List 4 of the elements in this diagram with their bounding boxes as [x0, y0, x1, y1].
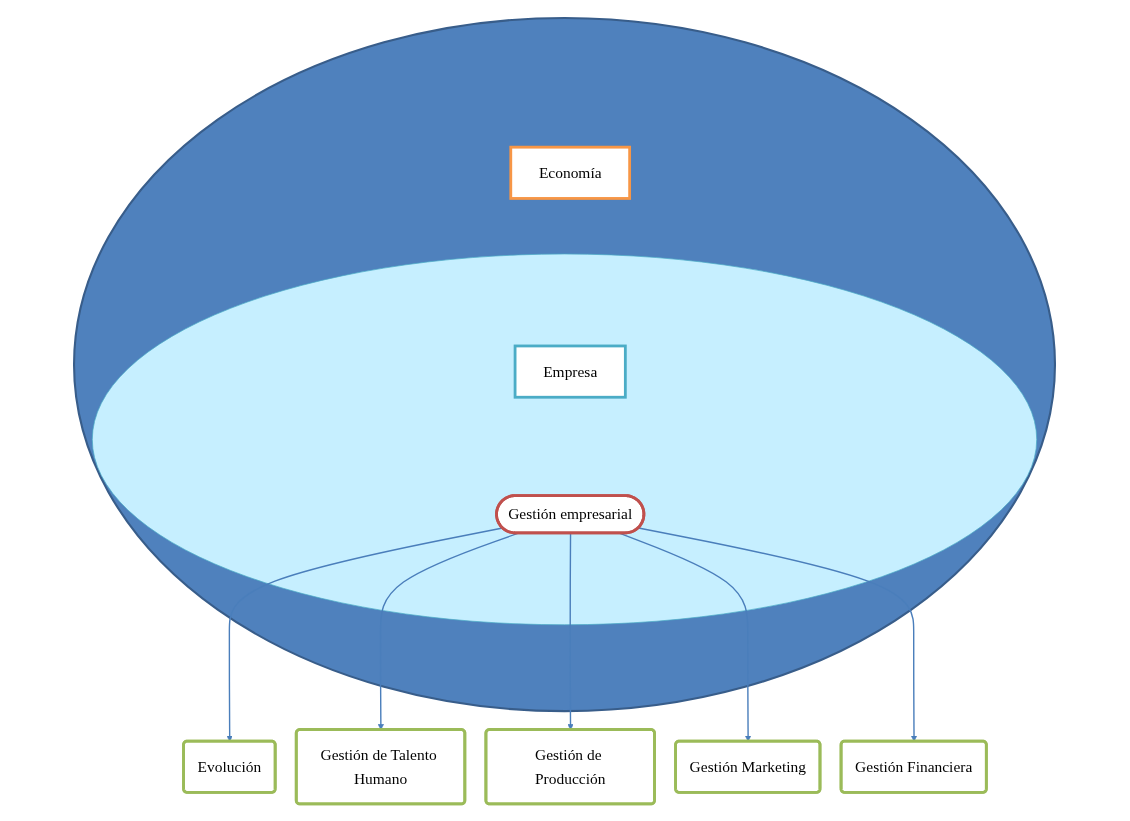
- node-box: Economía: [509, 145, 632, 200]
- cluster: [73, 16, 1057, 712]
- cluster: [92, 253, 1038, 625]
- node-box: Empresa: [514, 344, 628, 399]
